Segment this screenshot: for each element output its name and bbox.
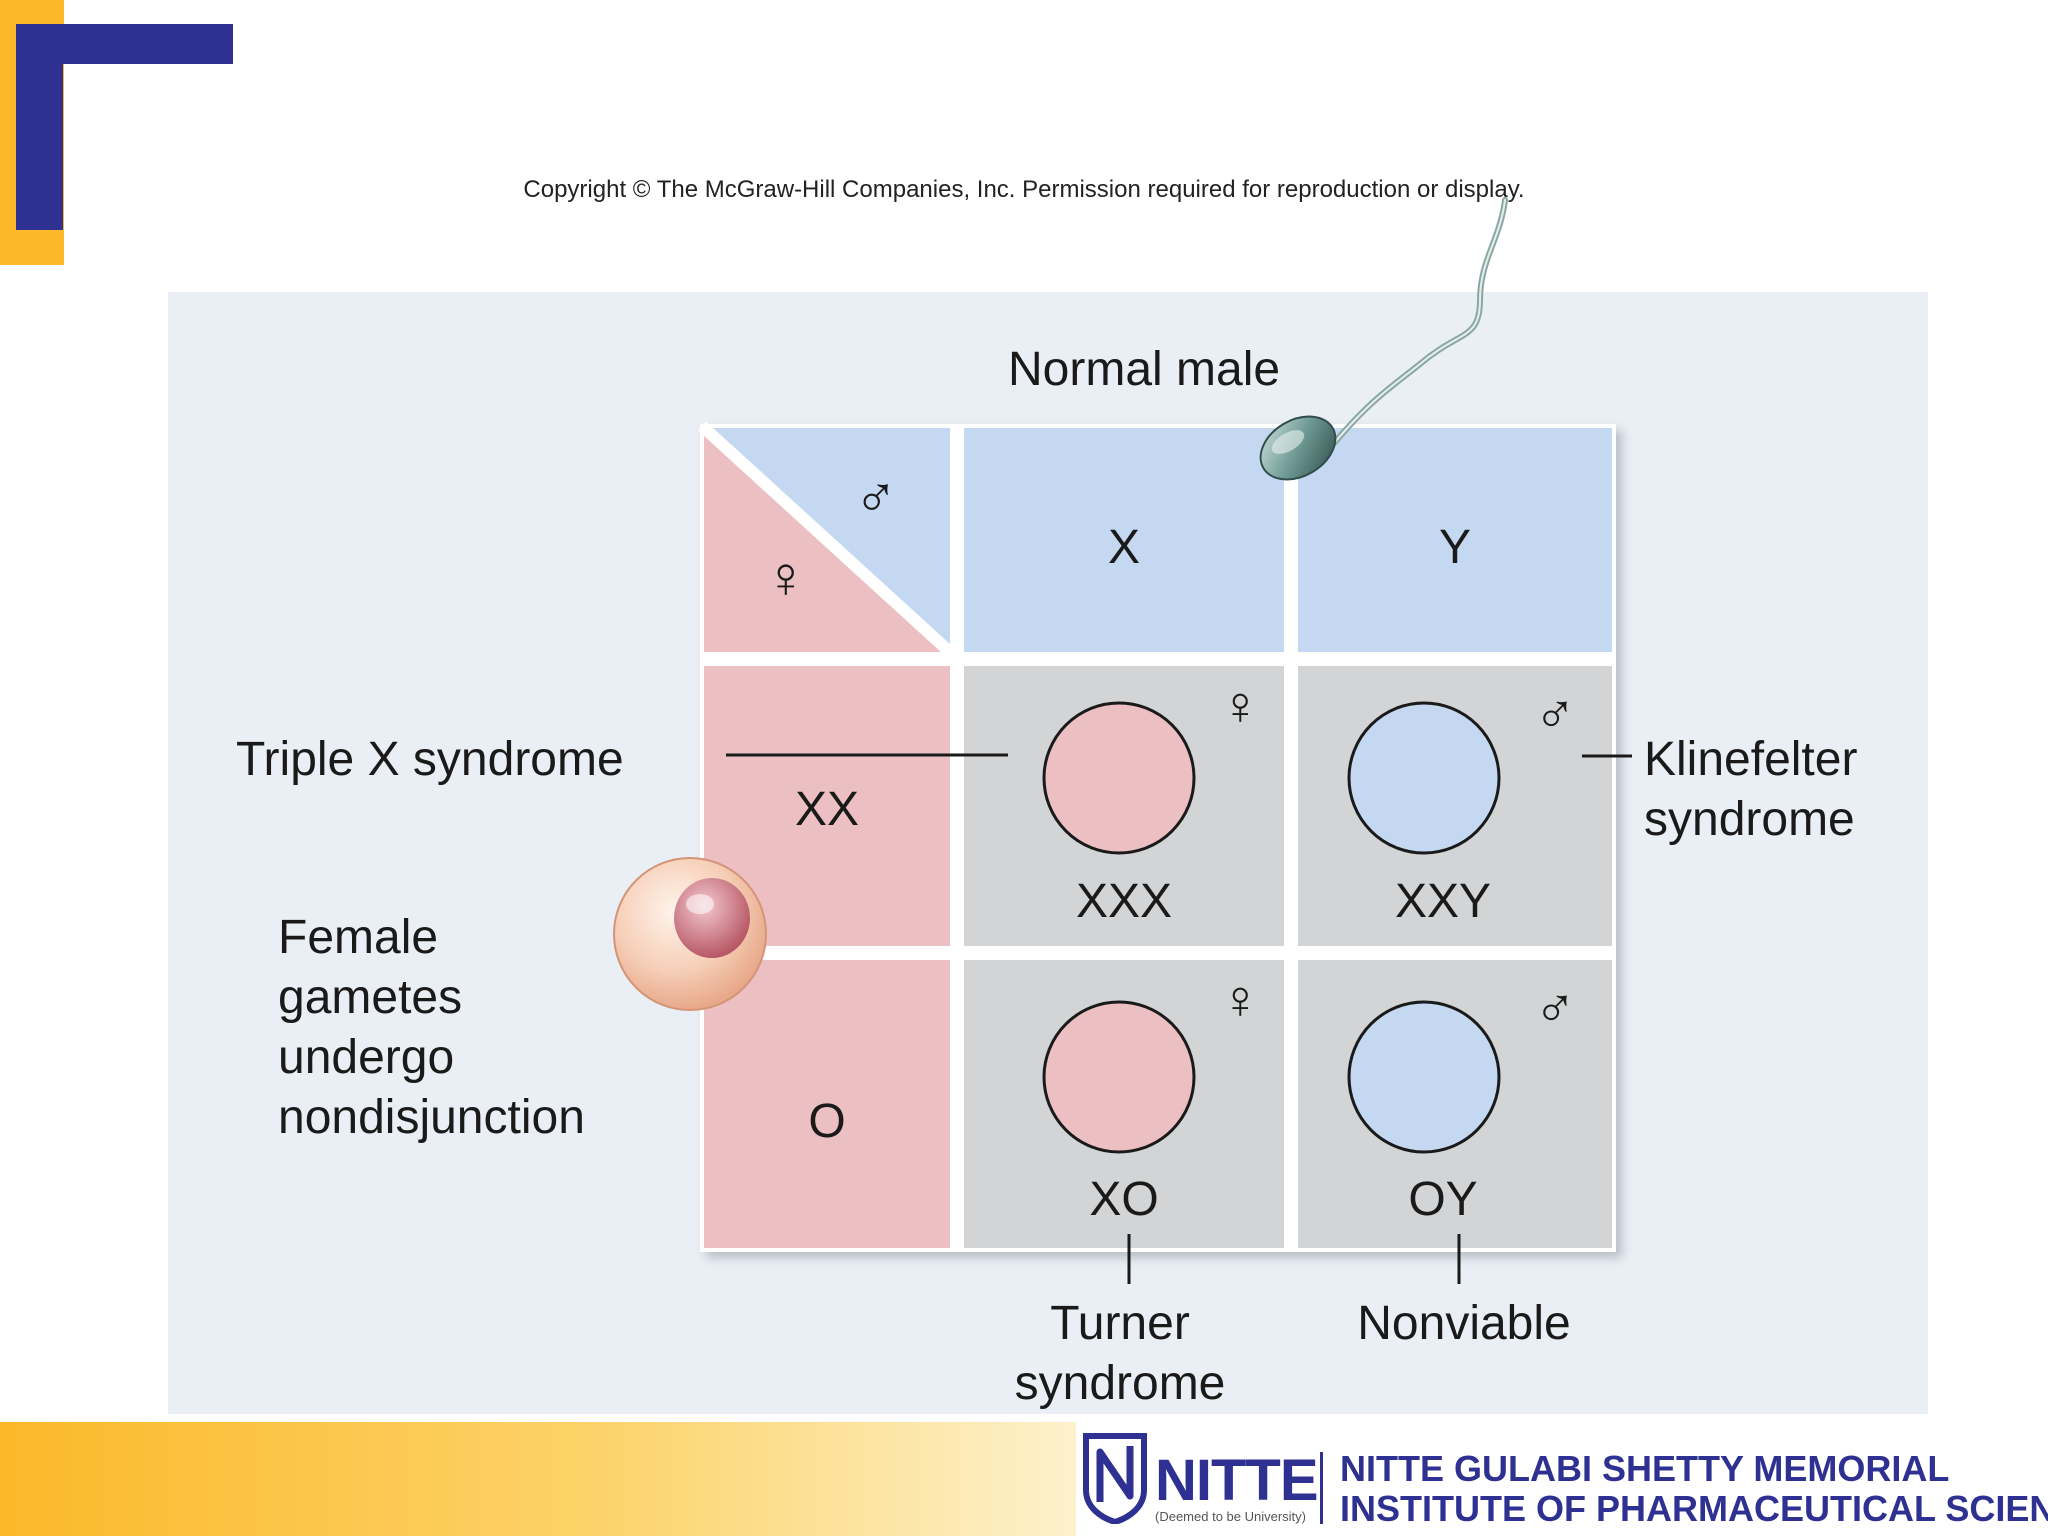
institute-name-line2: INSTITUTE OF PHARMACEUTICAL SCIENCES [1340,1488,2048,1529]
institute-name-line1: NITTE GULABI SHETTY MEMORIAL [1340,1448,1950,1489]
offspring-circle-xxy [1347,701,1501,855]
sperm-illustration [1259,197,1508,481]
nonviable-label: Nonviable [1357,1297,1571,1350]
male-gamete-y: Y [1438,521,1471,574]
offspring-circle-oy [1347,1000,1501,1154]
male-sex-icon-xxy: ♂ [1534,682,1576,745]
offspring-genotype-xxx: XXX [1075,875,1173,928]
corner-accent-blue-side [16,24,63,230]
corner-male-symbol: ♂ [854,465,898,530]
turner-label-line1: Turner [1050,1297,1190,1350]
offspring-circle-xxx [1042,701,1196,855]
corner-diagonal [697,421,957,659]
nitte-logo-word: NITTE [1155,1448,1319,1513]
female-note-line3: undergo [278,1031,455,1084]
egg-cell-illustration [613,857,767,1011]
offspring-circle-xo [1042,1000,1196,1154]
nitte-shield-icon [1083,1433,1147,1524]
offspring-genotype-oy: OY [1408,1173,1478,1226]
offspring-genotype-xxy: XXY [1394,875,1492,928]
male-gamete-x: X [1107,521,1140,574]
klinefelter-label-line2: syndrome [1644,793,1855,846]
female-note-line1: Female [278,911,439,964]
turner-label-line2: syndrome [1014,1357,1226,1410]
row-cell-o [704,960,950,1248]
female-gamete-o: O [808,1095,846,1148]
header-cell-x [964,428,1284,652]
offspring-genotype-xo: XO [1089,1173,1159,1226]
triple-x-syndrome-label: Triple X syndrome [236,733,624,786]
copyright-notice: Copyright © The McGraw-Hill Companies, I… [523,176,1525,203]
male-sex-icon-oy: ♂ [1534,976,1576,1039]
female-note-line4: nondisjunction [278,1091,585,1144]
female-gamete-xx: XX [794,783,860,836]
corner-female-symbol: ♀ [764,545,808,610]
female-note-line2: gametes [278,971,463,1024]
nitte-logo-subtitle: (Deemed to be University) [1155,1509,1306,1524]
footer-logo-area [1076,1422,2048,1536]
female-sex-icon-xo: ♀ [1220,970,1261,1030]
header-cell-y [1298,428,1612,652]
female-sex-icon-xxx: ♀ [1220,676,1261,736]
footer-gradient-band [0,1422,1090,1536]
footer-divider [1320,1452,1323,1524]
klinefelter-label-line1: Klinefelter [1644,733,1858,786]
normal-male-label: Normal male [1008,343,1281,396]
